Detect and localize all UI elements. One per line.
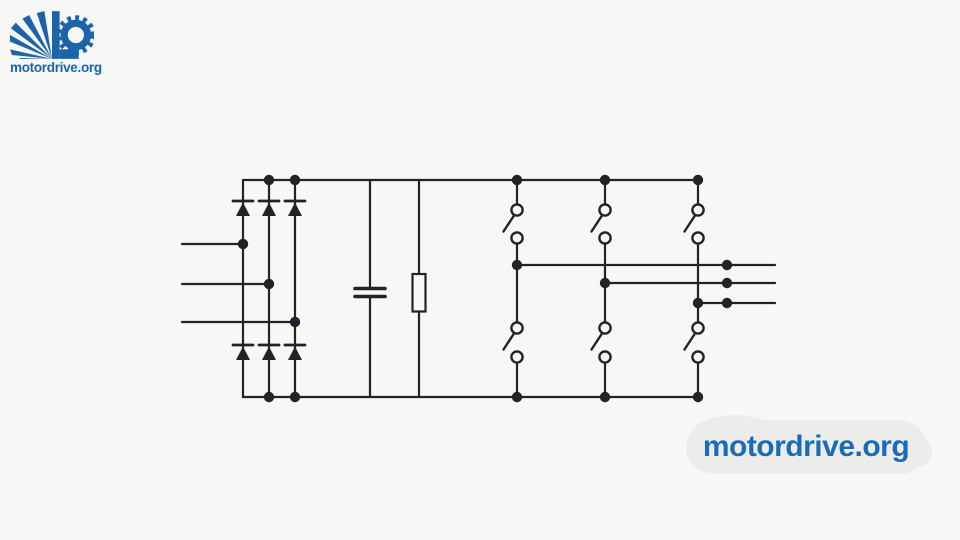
- junction-dot: [599, 174, 611, 186]
- junction-dot: [511, 391, 523, 403]
- switch-contact: [691, 203, 705, 217]
- junction-dot: [237, 238, 249, 250]
- switch-contact: [510, 321, 524, 335]
- switch-contact: [691, 350, 705, 364]
- junction-dot: [692, 174, 704, 186]
- switch-lever: [502, 214, 516, 233]
- diode-arrow: [288, 346, 302, 360]
- motordrive-logo-icon: [10, 11, 94, 59]
- watermark-cloud-background: [686, 415, 932, 474]
- junction-dot: [511, 174, 523, 186]
- switch-lever: [683, 332, 697, 351]
- junction-dot: [599, 391, 611, 403]
- junction-dot: [721, 277, 733, 289]
- switch-lever: [590, 214, 604, 233]
- switch-lever: [683, 214, 697, 233]
- motordrive-logo: motordrive.org: [10, 11, 120, 75]
- switch-contact: [691, 231, 705, 245]
- switch-contact: [510, 350, 524, 364]
- diode-arrow: [288, 202, 302, 216]
- junction-dot: [511, 259, 523, 271]
- diode-arrow: [262, 346, 276, 360]
- junction-dot: [721, 297, 733, 309]
- switch-lever: [502, 332, 516, 351]
- logo-text: motordrive.org: [10, 60, 102, 75]
- switch-contact: [598, 203, 612, 217]
- junction-dot: [289, 391, 301, 403]
- watermark-text: motordrive.org: [702, 430, 910, 463]
- junction-dot: [263, 174, 275, 186]
- switch-contact: [510, 231, 524, 245]
- junction-dot: [263, 278, 275, 290]
- logo-gear-icon: [56, 15, 94, 55]
- junction-dot: [289, 316, 301, 328]
- switch-lever: [590, 332, 604, 351]
- switch-contact: [691, 321, 705, 335]
- watermark: motordrive.org: [686, 415, 932, 474]
- resistor-body: [411, 272, 427, 313]
- junction-dot: [263, 391, 275, 403]
- junction-dot: [599, 277, 611, 289]
- junction-dot: [721, 259, 733, 271]
- junction-dot: [692, 391, 704, 403]
- diode-arrow: [262, 202, 276, 216]
- diode-arrow: [236, 346, 250, 360]
- diode-arrow: [236, 202, 250, 216]
- switch-contact: [510, 203, 524, 217]
- junction-dot: [289, 174, 301, 186]
- switch-contact: [598, 231, 612, 245]
- switch-contact: [598, 321, 612, 335]
- junction-dot: [692, 297, 704, 309]
- switch-contact: [598, 350, 612, 364]
